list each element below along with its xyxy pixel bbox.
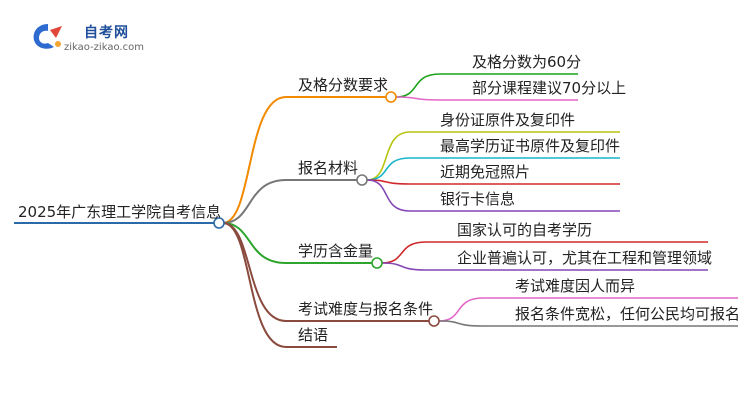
branch-connector <box>222 96 287 224</box>
branch-label: 考试难度与报名条件 <box>298 300 434 318</box>
leaf-label: 部分课程建议70分以上 <box>472 79 627 97</box>
leaf-connector <box>366 179 411 212</box>
leaf-label: 报名条件宽松，任何公民均可报名 <box>515 305 741 323</box>
leaf-connector <box>366 131 411 181</box>
branch-node-circle[interactable] <box>371 257 383 269</box>
site-logo: 自考网 zikao-zikao.com <box>28 20 188 56</box>
branch-label: 报名材料 <box>298 159 359 177</box>
root-node-circle[interactable] <box>213 217 225 229</box>
leaf-connector <box>438 320 484 327</box>
branch-node-circle[interactable] <box>356 174 368 186</box>
branch-label: 结语 <box>298 326 329 344</box>
branch-label: 及格分数要求 <box>298 76 389 94</box>
logo-url: zikao-zikao.com <box>64 42 144 53</box>
leaf-connector <box>366 157 411 181</box>
branch-connector <box>222 222 287 322</box>
root-topic-label: 2025年广东理工学院自考信息 <box>18 203 222 221</box>
leaf-connector <box>381 241 427 264</box>
logo-name: 自考网 <box>84 25 129 41</box>
leaf-label: 近期免冠照片 <box>440 163 531 181</box>
leaf-connector <box>438 297 484 322</box>
leaf-label: 身份证原件及复印件 <box>440 111 576 129</box>
branch-label: 学历含金量 <box>298 242 374 260</box>
leaf-connector <box>395 96 441 101</box>
leaf-label: 考试难度因人而异 <box>515 277 636 295</box>
leaf-label: 及格分数为60分 <box>472 53 582 71</box>
leaf-connector <box>395 73 441 98</box>
leaf-label: 银行卡信息 <box>440 190 516 208</box>
branch-node-circle[interactable] <box>385 91 397 103</box>
branch-connector <box>222 179 287 224</box>
leaf-label: 国家认可的自考学历 <box>457 221 593 239</box>
branch-connector <box>222 222 287 348</box>
branch-node-circle[interactable] <box>428 315 440 327</box>
branch-connector <box>222 222 287 264</box>
leaf-label: 最高学历证书原件及复印件 <box>440 137 621 155</box>
leaf-connector <box>381 262 427 271</box>
logo-mark-icon <box>33 24 62 49</box>
leaf-label: 企业普遍认可，尤其在工程和管理领域 <box>457 249 713 267</box>
